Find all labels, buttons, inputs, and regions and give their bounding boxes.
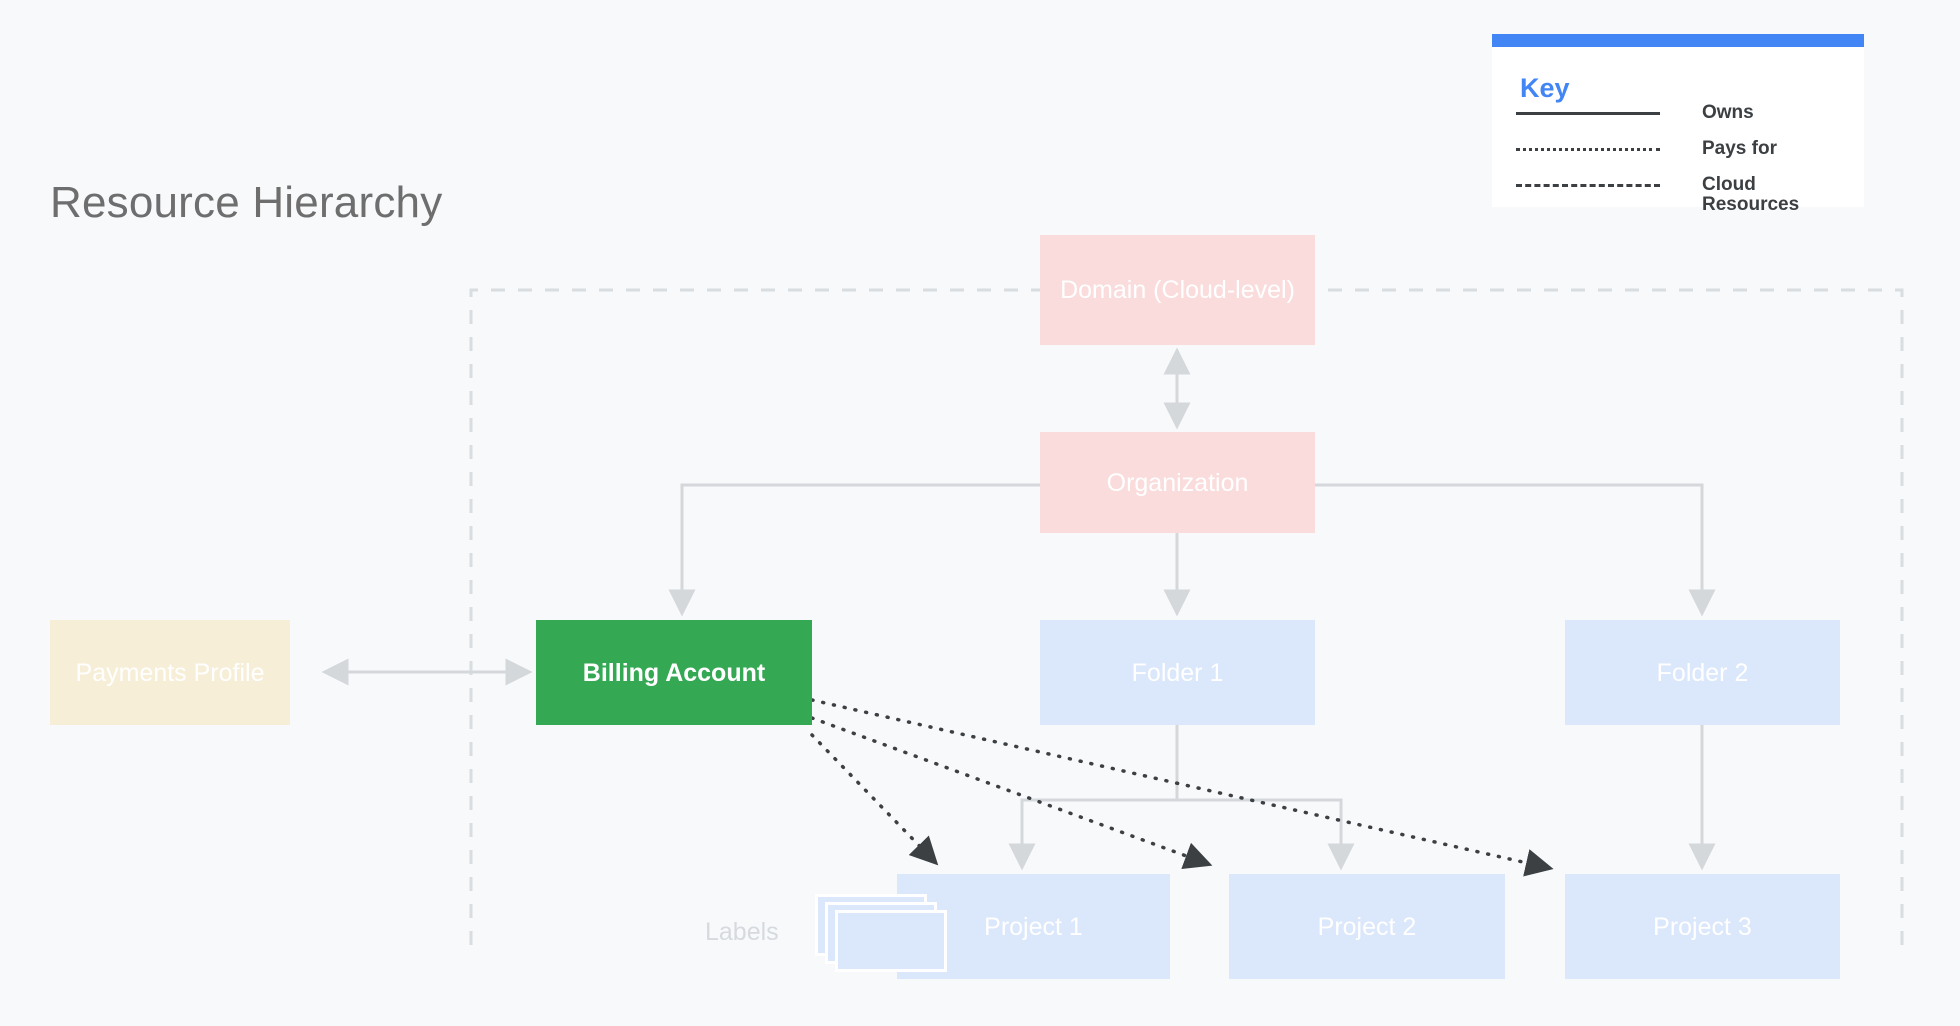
node-project-2-label: Project 2 bbox=[1317, 912, 1417, 941]
page-title: Resource Hierarchy bbox=[50, 178, 443, 227]
key-accent-bar bbox=[1492, 34, 1864, 47]
node-payments-profile[interactable]: Payments Profile bbox=[50, 620, 290, 725]
key-label-owns: Owns bbox=[1702, 102, 1754, 123]
edge-organization-folder2 bbox=[1315, 483, 1716, 617]
key-row-owns: Owns bbox=[1516, 103, 1850, 139]
key-label-pays-for: Pays for bbox=[1702, 138, 1777, 159]
dotted-line-icon bbox=[1516, 139, 1660, 159]
edge-billing-account-pays-project1 bbox=[810, 733, 939, 866]
node-folder-2[interactable]: Folder 2 bbox=[1565, 620, 1840, 725]
edge-folder1-project2 bbox=[1177, 798, 1355, 871]
key-row-pays-for: Pays for bbox=[1516, 139, 1850, 175]
node-project-3-label: Project 3 bbox=[1653, 912, 1752, 941]
labels-card-front bbox=[835, 910, 947, 972]
node-domain[interactable]: Domain (Cloud-level) bbox=[1040, 235, 1315, 345]
key-title: Key bbox=[1520, 73, 1570, 103]
solid-line-icon bbox=[1516, 103, 1660, 123]
edge-billing-account-pays-project3 bbox=[810, 698, 1554, 877]
node-billing-account-label: Billing Account bbox=[582, 658, 766, 687]
node-folder-1-label: Folder 1 bbox=[1131, 658, 1224, 687]
node-organization-label: Organization bbox=[1106, 468, 1249, 497]
node-folder-2-label: Folder 2 bbox=[1656, 658, 1749, 687]
node-payments-profile-label: Payments Profile bbox=[75, 658, 265, 687]
edge-folder1-project1 bbox=[1008, 725, 1179, 871]
node-folder-1[interactable]: Folder 1 bbox=[1040, 620, 1315, 725]
node-project-3[interactable]: Project 3 bbox=[1565, 874, 1840, 979]
key-row-cloud-resources: Cloud Resources bbox=[1516, 175, 1850, 214]
edge-billing-account-pays-project2 bbox=[810, 716, 1213, 870]
edge-organization-billing-account bbox=[668, 483, 1040, 617]
key-label-cloud-resources: Cloud Resources bbox=[1702, 174, 1800, 215]
key-rows: Owns Pays for Cloud Resources bbox=[1516, 103, 1850, 214]
node-billing-account[interactable]: Billing Account bbox=[536, 620, 812, 725]
node-project-2[interactable]: Project 2 bbox=[1229, 874, 1505, 979]
cloud-resources-boundary bbox=[469, 288, 1904, 945]
dashed-line-icon bbox=[1516, 175, 1660, 195]
node-domain-label: Domain (Cloud-level) bbox=[1060, 276, 1295, 304]
node-organization[interactable]: Organization bbox=[1040, 432, 1315, 533]
node-project-1-label: Project 1 bbox=[984, 912, 1083, 941]
labels-caption: Labels bbox=[705, 918, 779, 946]
labels-stack-icon[interactable] bbox=[815, 894, 955, 972]
key-panel: Key Owns Pays for Cloud Resources bbox=[1492, 34, 1864, 214]
